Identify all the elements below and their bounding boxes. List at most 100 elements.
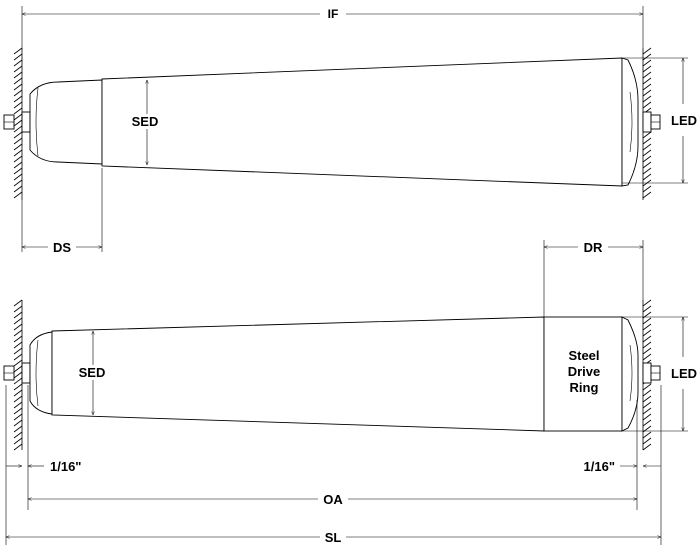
wall-hatch-stroke bbox=[642, 161, 652, 169]
wall-hatch-stroke bbox=[13, 47, 23, 55]
wall-hatch-stroke bbox=[642, 323, 652, 331]
wall-hatch-stroke bbox=[13, 329, 23, 337]
wall-hatch-stroke bbox=[13, 341, 23, 349]
wall-hatch-stroke bbox=[642, 53, 652, 61]
wall-hatch-stroke bbox=[642, 317, 652, 325]
drive-ring-label-line3: Ring bbox=[570, 380, 599, 395]
wall-hatch-stroke bbox=[13, 335, 23, 343]
wall-hatch-stroke bbox=[642, 71, 652, 79]
wall-hatch-stroke bbox=[642, 407, 652, 415]
top-left-frame-wall bbox=[13, 47, 23, 200]
wall-hatch-stroke bbox=[13, 311, 23, 319]
wall-hatch-stroke bbox=[642, 149, 652, 157]
drive-ring-label-line2: Drive bbox=[568, 364, 601, 379]
wall-hatch-stroke bbox=[13, 107, 23, 115]
wall-hatch-stroke bbox=[642, 329, 652, 337]
bottom-left-shaft-nut bbox=[3, 362, 31, 384]
wall-hatch-stroke bbox=[13, 353, 23, 361]
wall-hatch-stroke bbox=[13, 71, 23, 79]
wall-hatch-stroke bbox=[13, 431, 23, 439]
wall-hatch-stroke bbox=[642, 59, 652, 67]
top-right-shaft-nut bbox=[642, 111, 661, 133]
bottom-left-bearing-housing bbox=[29, 331, 53, 415]
wall-hatch-stroke bbox=[13, 377, 23, 385]
wall-hatch-stroke bbox=[642, 47, 652, 55]
wall-hatch-stroke bbox=[13, 185, 23, 193]
wall-hatch-stroke bbox=[642, 155, 652, 163]
top-led-label: LED bbox=[671, 113, 697, 128]
top-right-bearing-housing bbox=[621, 57, 639, 187]
wall-hatch-stroke bbox=[13, 113, 23, 121]
wall-hatch-stroke bbox=[642, 389, 652, 397]
wall-hatch-stroke bbox=[13, 77, 23, 85]
wall-hatch-stroke bbox=[642, 173, 652, 181]
wall-hatch-stroke bbox=[13, 371, 23, 379]
wall-hatch-stroke bbox=[642, 341, 652, 349]
left-gap-label: 1/16" bbox=[50, 459, 81, 474]
wall-hatch-stroke bbox=[13, 299, 23, 307]
oa-label: OA bbox=[323, 492, 343, 507]
wall-hatch-stroke bbox=[642, 65, 652, 73]
wall-hatch-stroke bbox=[13, 131, 23, 139]
wall-hatch-stroke bbox=[642, 131, 652, 139]
wall-hatch-stroke bbox=[13, 395, 23, 403]
wall-hatch-stroke bbox=[642, 335, 652, 343]
wall-hatch-stroke bbox=[642, 89, 652, 97]
wall-hatch-stroke bbox=[13, 167, 23, 175]
wall-hatch-stroke bbox=[13, 53, 23, 61]
wall-hatch-stroke bbox=[13, 443, 23, 451]
wall-hatch-stroke bbox=[13, 83, 23, 91]
wall-hatch-stroke bbox=[13, 191, 23, 199]
wall-hatch-stroke bbox=[13, 101, 23, 109]
wall-hatch-stroke bbox=[13, 119, 23, 127]
wall-hatch-stroke bbox=[642, 101, 652, 109]
wall-hatch-stroke bbox=[13, 155, 23, 163]
wall-hatch-stroke bbox=[642, 305, 652, 313]
bottom-led-label: LED bbox=[671, 366, 697, 381]
wall-hatch-stroke bbox=[642, 167, 652, 175]
wall-hatch-stroke bbox=[13, 401, 23, 409]
wall-hatch-stroke bbox=[13, 317, 23, 325]
wall-hatch-stroke bbox=[642, 347, 652, 355]
wall-hatch-stroke bbox=[13, 149, 23, 157]
top-left-bearing-housing bbox=[29, 79, 103, 165]
wall-hatch-stroke bbox=[13, 383, 23, 391]
ds-label: DS bbox=[53, 240, 71, 255]
bottom-sed-label: SED bbox=[79, 365, 106, 380]
top-taper-tube bbox=[101, 57, 623, 187]
bottom-right-bearing-housing bbox=[621, 316, 639, 432]
wall-hatch-stroke bbox=[13, 173, 23, 181]
wall-hatch-stroke bbox=[642, 419, 652, 427]
wall-hatch-stroke bbox=[13, 323, 23, 331]
wall-hatch-stroke bbox=[13, 347, 23, 355]
wall-hatch-stroke bbox=[13, 143, 23, 151]
wall-hatch-stroke bbox=[642, 353, 652, 361]
wall-hatch-stroke bbox=[13, 425, 23, 433]
dr-label: DR bbox=[584, 240, 603, 255]
if-label: IF bbox=[328, 7, 339, 21]
steel-drive-ring bbox=[543, 316, 623, 432]
top-left-shaft-nut bbox=[3, 111, 31, 133]
wall-hatch-stroke bbox=[642, 137, 652, 145]
bottom-right-shaft-nut bbox=[642, 362, 661, 384]
wall-hatch-stroke bbox=[642, 191, 652, 199]
wall-hatch-stroke bbox=[13, 89, 23, 97]
wall-hatch-stroke bbox=[642, 401, 652, 409]
wall-hatch-stroke bbox=[13, 95, 23, 103]
bottom-roller: Steel Drive Ring DR SED LED 1/16" 1/16" … bbox=[3, 240, 697, 545]
wall-hatch-stroke bbox=[642, 413, 652, 421]
wall-hatch-stroke bbox=[642, 185, 652, 193]
wall-hatch-stroke bbox=[642, 299, 652, 307]
wall-hatch-stroke bbox=[13, 407, 23, 415]
wall-hatch-stroke bbox=[642, 383, 652, 391]
wall-hatch-stroke bbox=[13, 365, 23, 373]
wall-hatch-stroke bbox=[13, 305, 23, 313]
wall-hatch-stroke bbox=[13, 59, 23, 67]
sl-label: SL bbox=[325, 530, 342, 545]
wall-hatch-stroke bbox=[13, 65, 23, 73]
wall-hatch-stroke bbox=[13, 161, 23, 169]
wall-hatch-stroke bbox=[13, 125, 23, 133]
wall-hatch-stroke bbox=[642, 77, 652, 85]
wall-hatch-stroke bbox=[642, 431, 652, 439]
